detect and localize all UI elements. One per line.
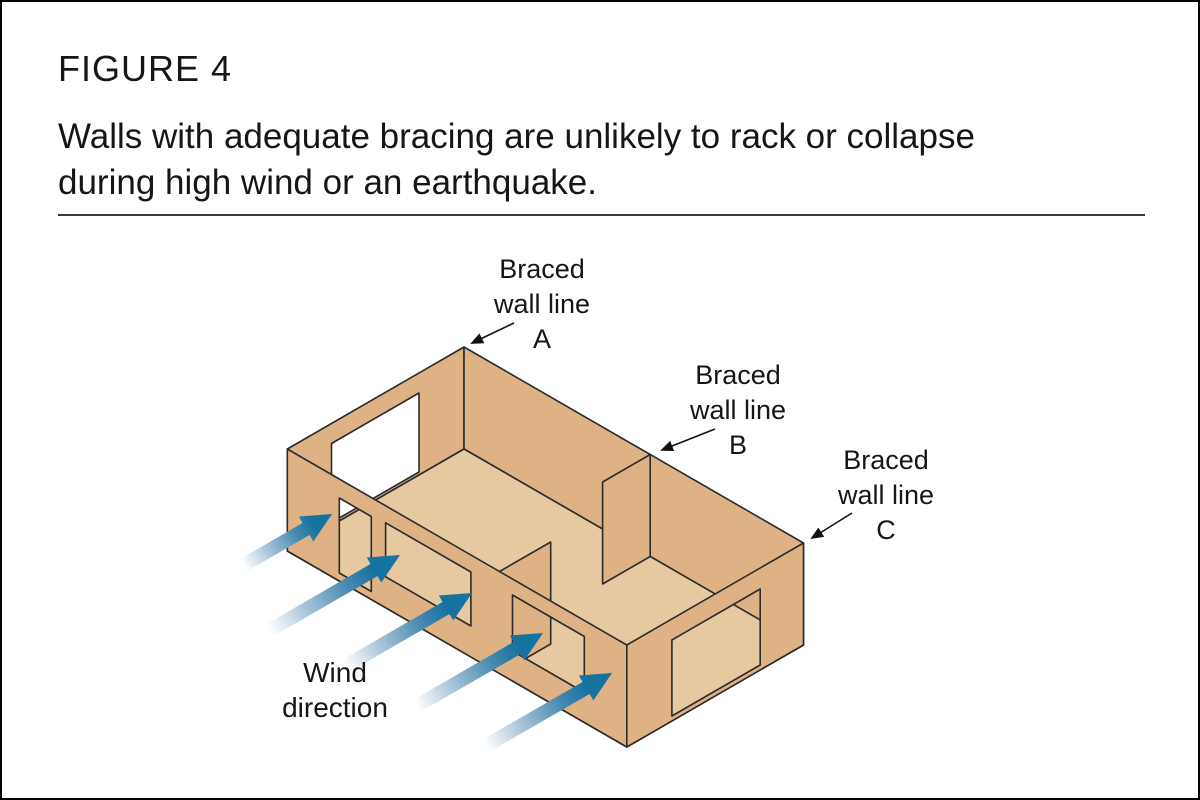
wind-label-line1: Wind <box>303 657 367 688</box>
label-c-letter: C <box>876 515 896 545</box>
wind-arrow-5 <box>482 673 613 753</box>
label-a-letter: A <box>532 324 551 354</box>
label-b-line1: Braced <box>695 360 781 390</box>
leader-line-c <box>810 512 853 540</box>
wind-arrow-1 <box>240 514 333 572</box>
figure-caption: Walls with adequate bracing are unlikely… <box>58 114 1150 206</box>
leader-lines <box>470 322 853 540</box>
leader-line-b <box>660 428 716 452</box>
label-c-line2: wall line <box>837 480 935 510</box>
wind-direction-label: Wind direction <box>245 655 425 725</box>
wind-label-line2: direction <box>282 692 388 723</box>
wind-arrow-2 <box>266 555 401 637</box>
braced-wall-line-c-label: Braced wall line C <box>796 443 976 548</box>
caption-divider <box>58 214 1145 216</box>
end-wall-c <box>626 542 805 748</box>
label-b-letter: B <box>728 430 747 460</box>
figure-number: FIGURE 4 <box>58 48 233 89</box>
label-b-line2: wall line <box>689 395 787 425</box>
wind-arrow-3 <box>342 593 473 673</box>
wind-arrow-4 <box>413 633 544 713</box>
caption-line-2: during high wind or an earthquake. <box>58 163 597 202</box>
braced-wall-line-b-label: Braced wall line B <box>648 358 828 463</box>
label-a-line2: wall line <box>493 289 591 319</box>
caption-line-1: Walls with adequate bracing are unlikely… <box>58 117 975 156</box>
leader-line-a <box>470 322 515 344</box>
wind-arrows <box>240 514 613 753</box>
braced-wall-line-a-label: Braced wall line A <box>452 252 632 357</box>
label-c-line1: Braced <box>843 445 929 475</box>
interior-wall-b <box>601 453 651 585</box>
label-a-line1: Braced <box>499 254 585 284</box>
